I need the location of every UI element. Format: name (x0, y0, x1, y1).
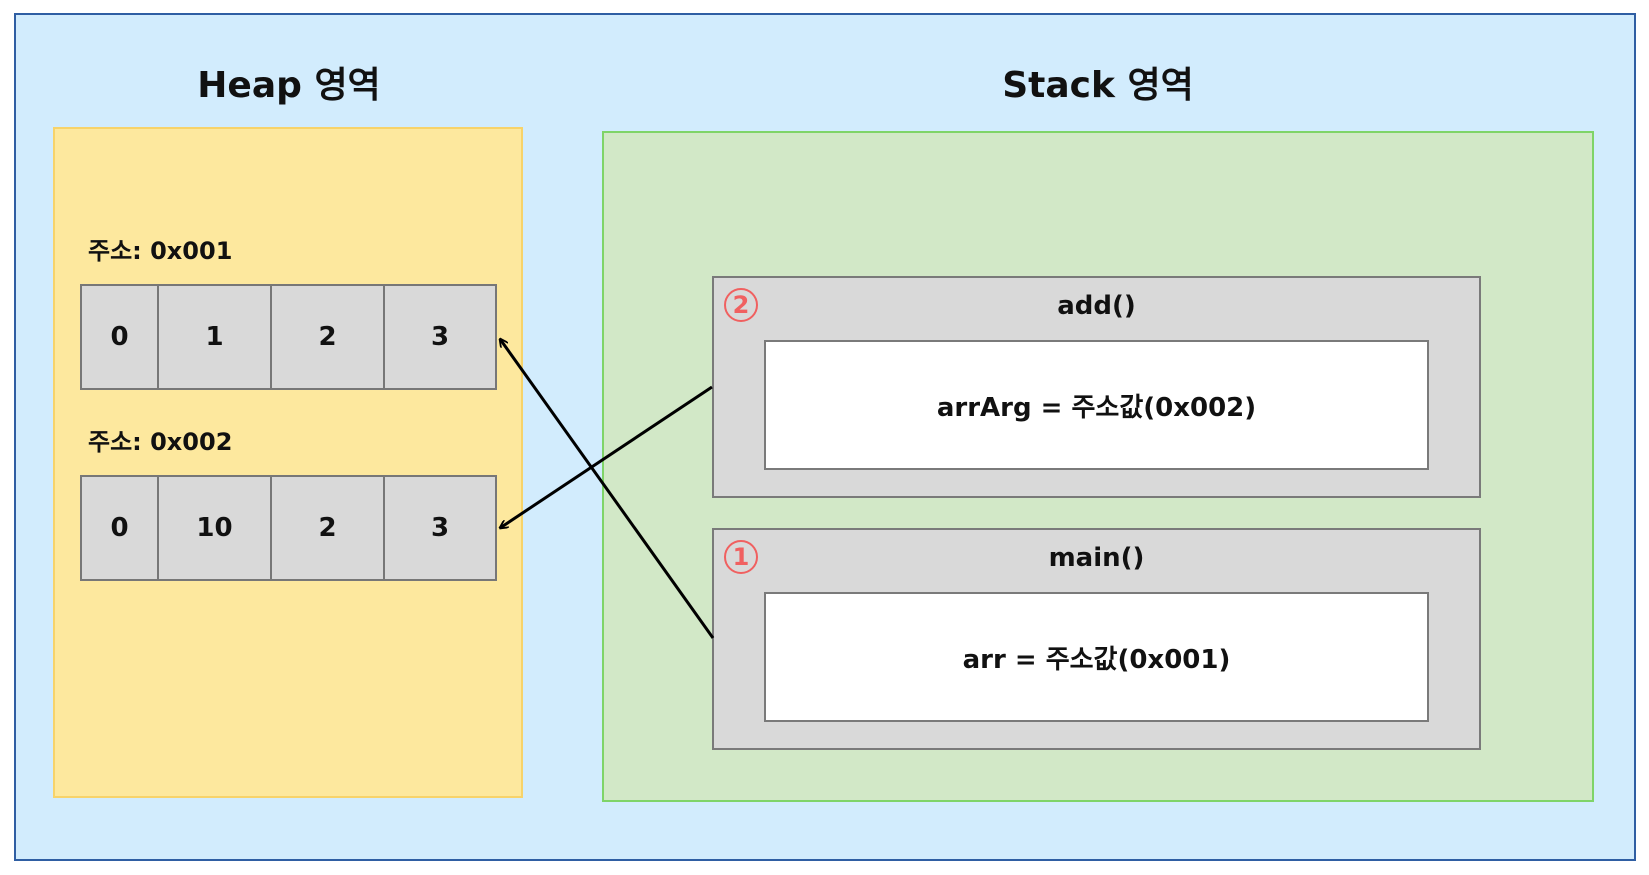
array-cell: 10 (157, 475, 272, 581)
order-marker: 2 (724, 288, 758, 322)
array-cell: 3 (383, 475, 497, 581)
heap-area (53, 127, 523, 798)
array-cell: 1 (157, 284, 272, 390)
frame-name: main() (1048, 543, 1145, 573)
order-marker: 1 (724, 540, 758, 574)
array-cell: 2 (270, 284, 385, 390)
array-cell: 2 (270, 475, 385, 581)
heap-array-0x002: 0 10 2 3 (80, 475, 497, 581)
frame-variable: arr = 주소값(0x001) (764, 592, 1429, 722)
heap-array-0x001: 0 1 2 3 (80, 284, 497, 390)
array-cell: 0 (80, 475, 159, 581)
array-cell: 3 (383, 284, 497, 390)
frame-name: add() (1057, 291, 1136, 321)
heap-address-label: 주소: 0x001 (88, 237, 233, 265)
stack-frame-add: 2 add() arrArg = 주소값(0x002) (712, 276, 1481, 498)
stack-frame-main: 1 main() arr = 주소값(0x001) (712, 528, 1481, 750)
stack-title: Stack 영역 (1002, 65, 1194, 106)
heap-address-label: 주소: 0x002 (88, 428, 233, 456)
heap-title: Heap 영역 (197, 65, 381, 106)
frame-variable: arrArg = 주소값(0x002) (764, 340, 1429, 470)
array-cell: 0 (80, 284, 159, 390)
